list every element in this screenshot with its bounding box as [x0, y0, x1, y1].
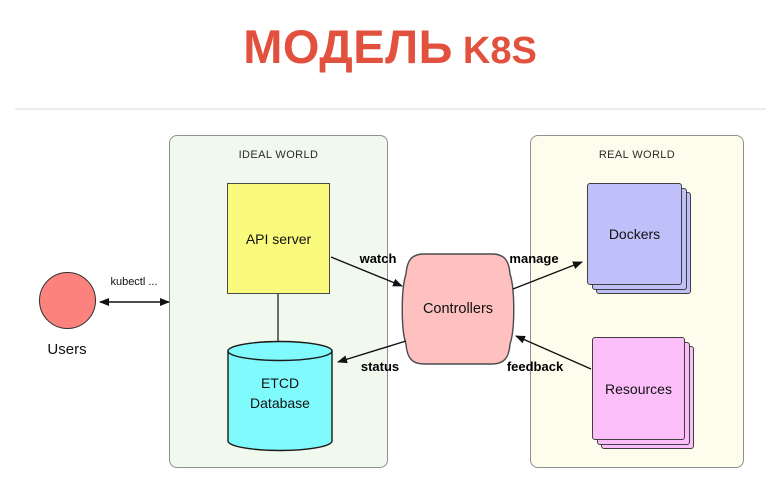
watch-arrow: [330, 256, 403, 287]
title-main-word: МОДЕЛЬ: [243, 20, 453, 73]
etcd-cylinder-body: [227, 350, 333, 452]
feedback-arrow: [515, 335, 592, 370]
etcd-label: ETCD Database: [228, 373, 332, 413]
api-server-node: API server: [227, 183, 330, 294]
etcd-label-line2: Database: [250, 395, 310, 411]
resources-label: Resources: [605, 380, 672, 397]
manage-arrow: [512, 261, 583, 290]
dockers-node: Dockers: [587, 183, 691, 294]
title-suffix-word: K8S: [462, 30, 537, 72]
users-label: Users: [47, 341, 87, 358]
dockers-label: Dockers: [608, 226, 661, 242]
feedback-edge-label: feedback: [506, 359, 564, 374]
users-node: [39, 272, 96, 329]
title-divider: [15, 108, 766, 110]
controllers-node: [401, 253, 515, 365]
etcd-label-line1: ETCD: [260, 375, 300, 391]
controllers-label: Controllers: [422, 301, 494, 317]
ideal-world-label: IDEAL WORLD: [238, 149, 319, 161]
watch-edge-label: watch: [359, 251, 397, 266]
resources-node: Resources: [592, 337, 694, 449]
status-arrow: [337, 340, 407, 364]
api-server-label: API server: [245, 230, 312, 247]
manage-edge-label: manage: [509, 251, 559, 266]
resources-stack-layer-front: Resources: [592, 337, 685, 440]
etcd-cylinder-top: [227, 340, 333, 362]
dockers-stack-layer-front: Dockers: [587, 183, 682, 285]
kubectl-label: kubectl ...: [110, 276, 158, 288]
real-world-label: REAL WORLD: [598, 149, 676, 161]
status-edge-label: status: [360, 359, 400, 374]
